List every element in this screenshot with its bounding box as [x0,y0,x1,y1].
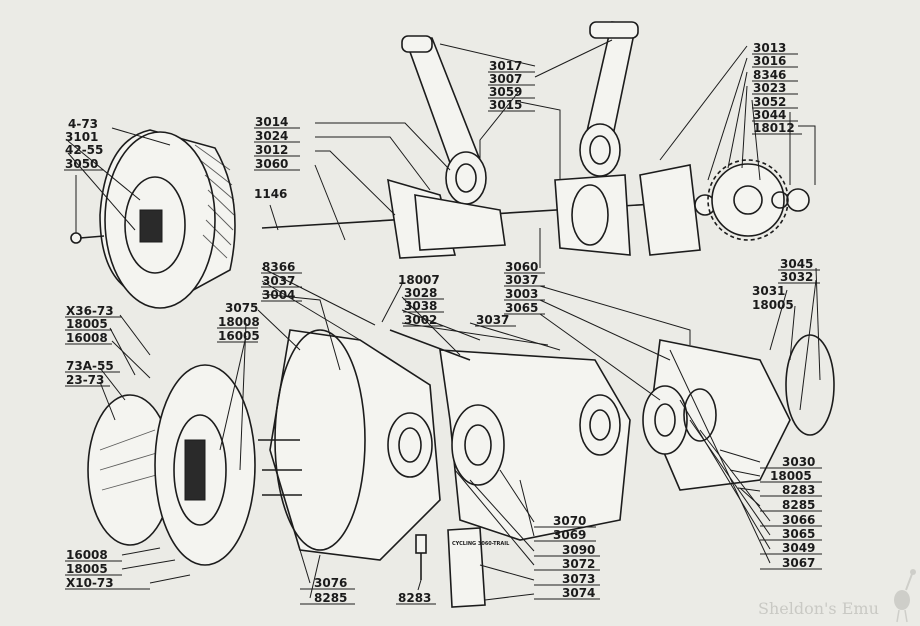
label-3007: 3007 [489,72,522,86]
label-4-73: 4-73 [68,117,98,131]
label-18012: 18012 [753,121,795,135]
timing-cover [87,364,256,566]
label-3060-top: 3060 [255,157,288,171]
label-18005-bottom: 18005 [66,562,108,576]
watermark-text: Sheldon's Emu [758,599,879,618]
label-3101: 3101 [65,130,98,144]
label-3002: 3002 [404,313,437,327]
label-1146: 1146 [254,187,287,201]
label-3016: 3016 [753,54,786,68]
label-3076: 3076 [314,576,347,590]
label-18005-right: 18005 [752,298,794,312]
label-3065-mid: 3065 [505,301,538,315]
label-18007: 18007 [398,273,440,287]
label-3032: 3032 [780,270,813,284]
label-3023: 3023 [753,81,786,95]
label-18005-lowright: 18005 [770,469,812,483]
label-3090: 3090 [562,543,595,557]
leader-lines [67,39,821,601]
label-3030: 3030 [782,455,815,469]
label-3050: 3050 [65,157,98,171]
label-X10-73: X10-73 [66,576,114,590]
label-18008: 18008 [218,315,260,329]
flywheel-bolt [70,232,105,244]
label-23-73: 23-73 [66,373,104,387]
label-16005: 16005 [218,329,260,343]
sprocket [707,159,810,241]
label-3017: 3017 [489,59,522,73]
label-3066: 3066 [782,513,815,527]
label-3069: 3069 [553,528,586,542]
label-3015: 3015 [489,98,522,112]
label-3004: 3004 [262,288,295,302]
crankshaft [261,164,721,259]
label-3003: 3003 [505,287,538,301]
label-18005-left: 18005 [66,317,108,331]
label-3070: 3070 [553,514,586,528]
part-labels: 3017 3007 3059 3015 3013 3016 8346 3023 … [65,41,815,605]
parts-tag: CYCLING 3060-TRAIL [447,527,510,608]
label-8283-right: 8283 [782,483,815,497]
label-16008-left: 16008 [66,331,108,345]
label-3074: 3074 [562,586,595,600]
label-3037-left: 3037 [262,274,295,288]
connecting-rod-left [401,35,487,205]
label-73A-55: 73A-55 [66,359,114,373]
label-3013: 3013 [753,41,786,55]
label-16008-bottom: 16008 [66,548,108,562]
label-42-55: 42-55 [65,143,103,157]
label-8346: 8346 [753,68,786,82]
label-8285-right: 8285 [782,498,815,512]
label-3037-mid: 3037 [505,273,538,287]
connecting-rod-right [579,21,639,177]
label-X36-73: X36-73 [66,304,114,318]
crankcase-right [389,329,631,541]
label-3037-center: 3037 [476,313,509,327]
label-3045: 3045 [780,257,813,271]
label-3052: 3052 [753,95,786,109]
label-underlines [64,53,822,605]
label-3014: 3014 [255,115,288,129]
crankcase-left [258,329,441,561]
label-8285-bottom: 8285 [314,591,347,605]
watermark: Sheldon's Emu [758,569,916,623]
label-8283-bottom: 8283 [398,591,431,605]
label-3072: 3072 [562,557,595,571]
label-3044: 3044 [753,108,786,122]
label-3024: 3024 [255,129,288,143]
label-3049: 3049 [782,541,815,555]
flywheel [99,129,236,309]
label-3065-right: 3065 [782,527,815,541]
label-3038: 3038 [404,299,437,313]
label-3067: 3067 [782,556,815,570]
label-3059: 3059 [489,85,522,99]
label-3073: 3073 [562,572,595,586]
drain-plug [415,534,427,580]
label-3028: 3028 [404,286,437,300]
label-3060-mid: 3060 [505,260,538,274]
parts-tag-text: CYCLING 3060-TRAIL [452,541,510,547]
label-3012: 3012 [255,143,288,157]
label-3031: 3031 [752,284,785,298]
emu-logo [894,569,916,623]
label-3075: 3075 [225,301,258,315]
label-8366: 8366 [262,260,295,274]
timing-housing [642,334,835,491]
